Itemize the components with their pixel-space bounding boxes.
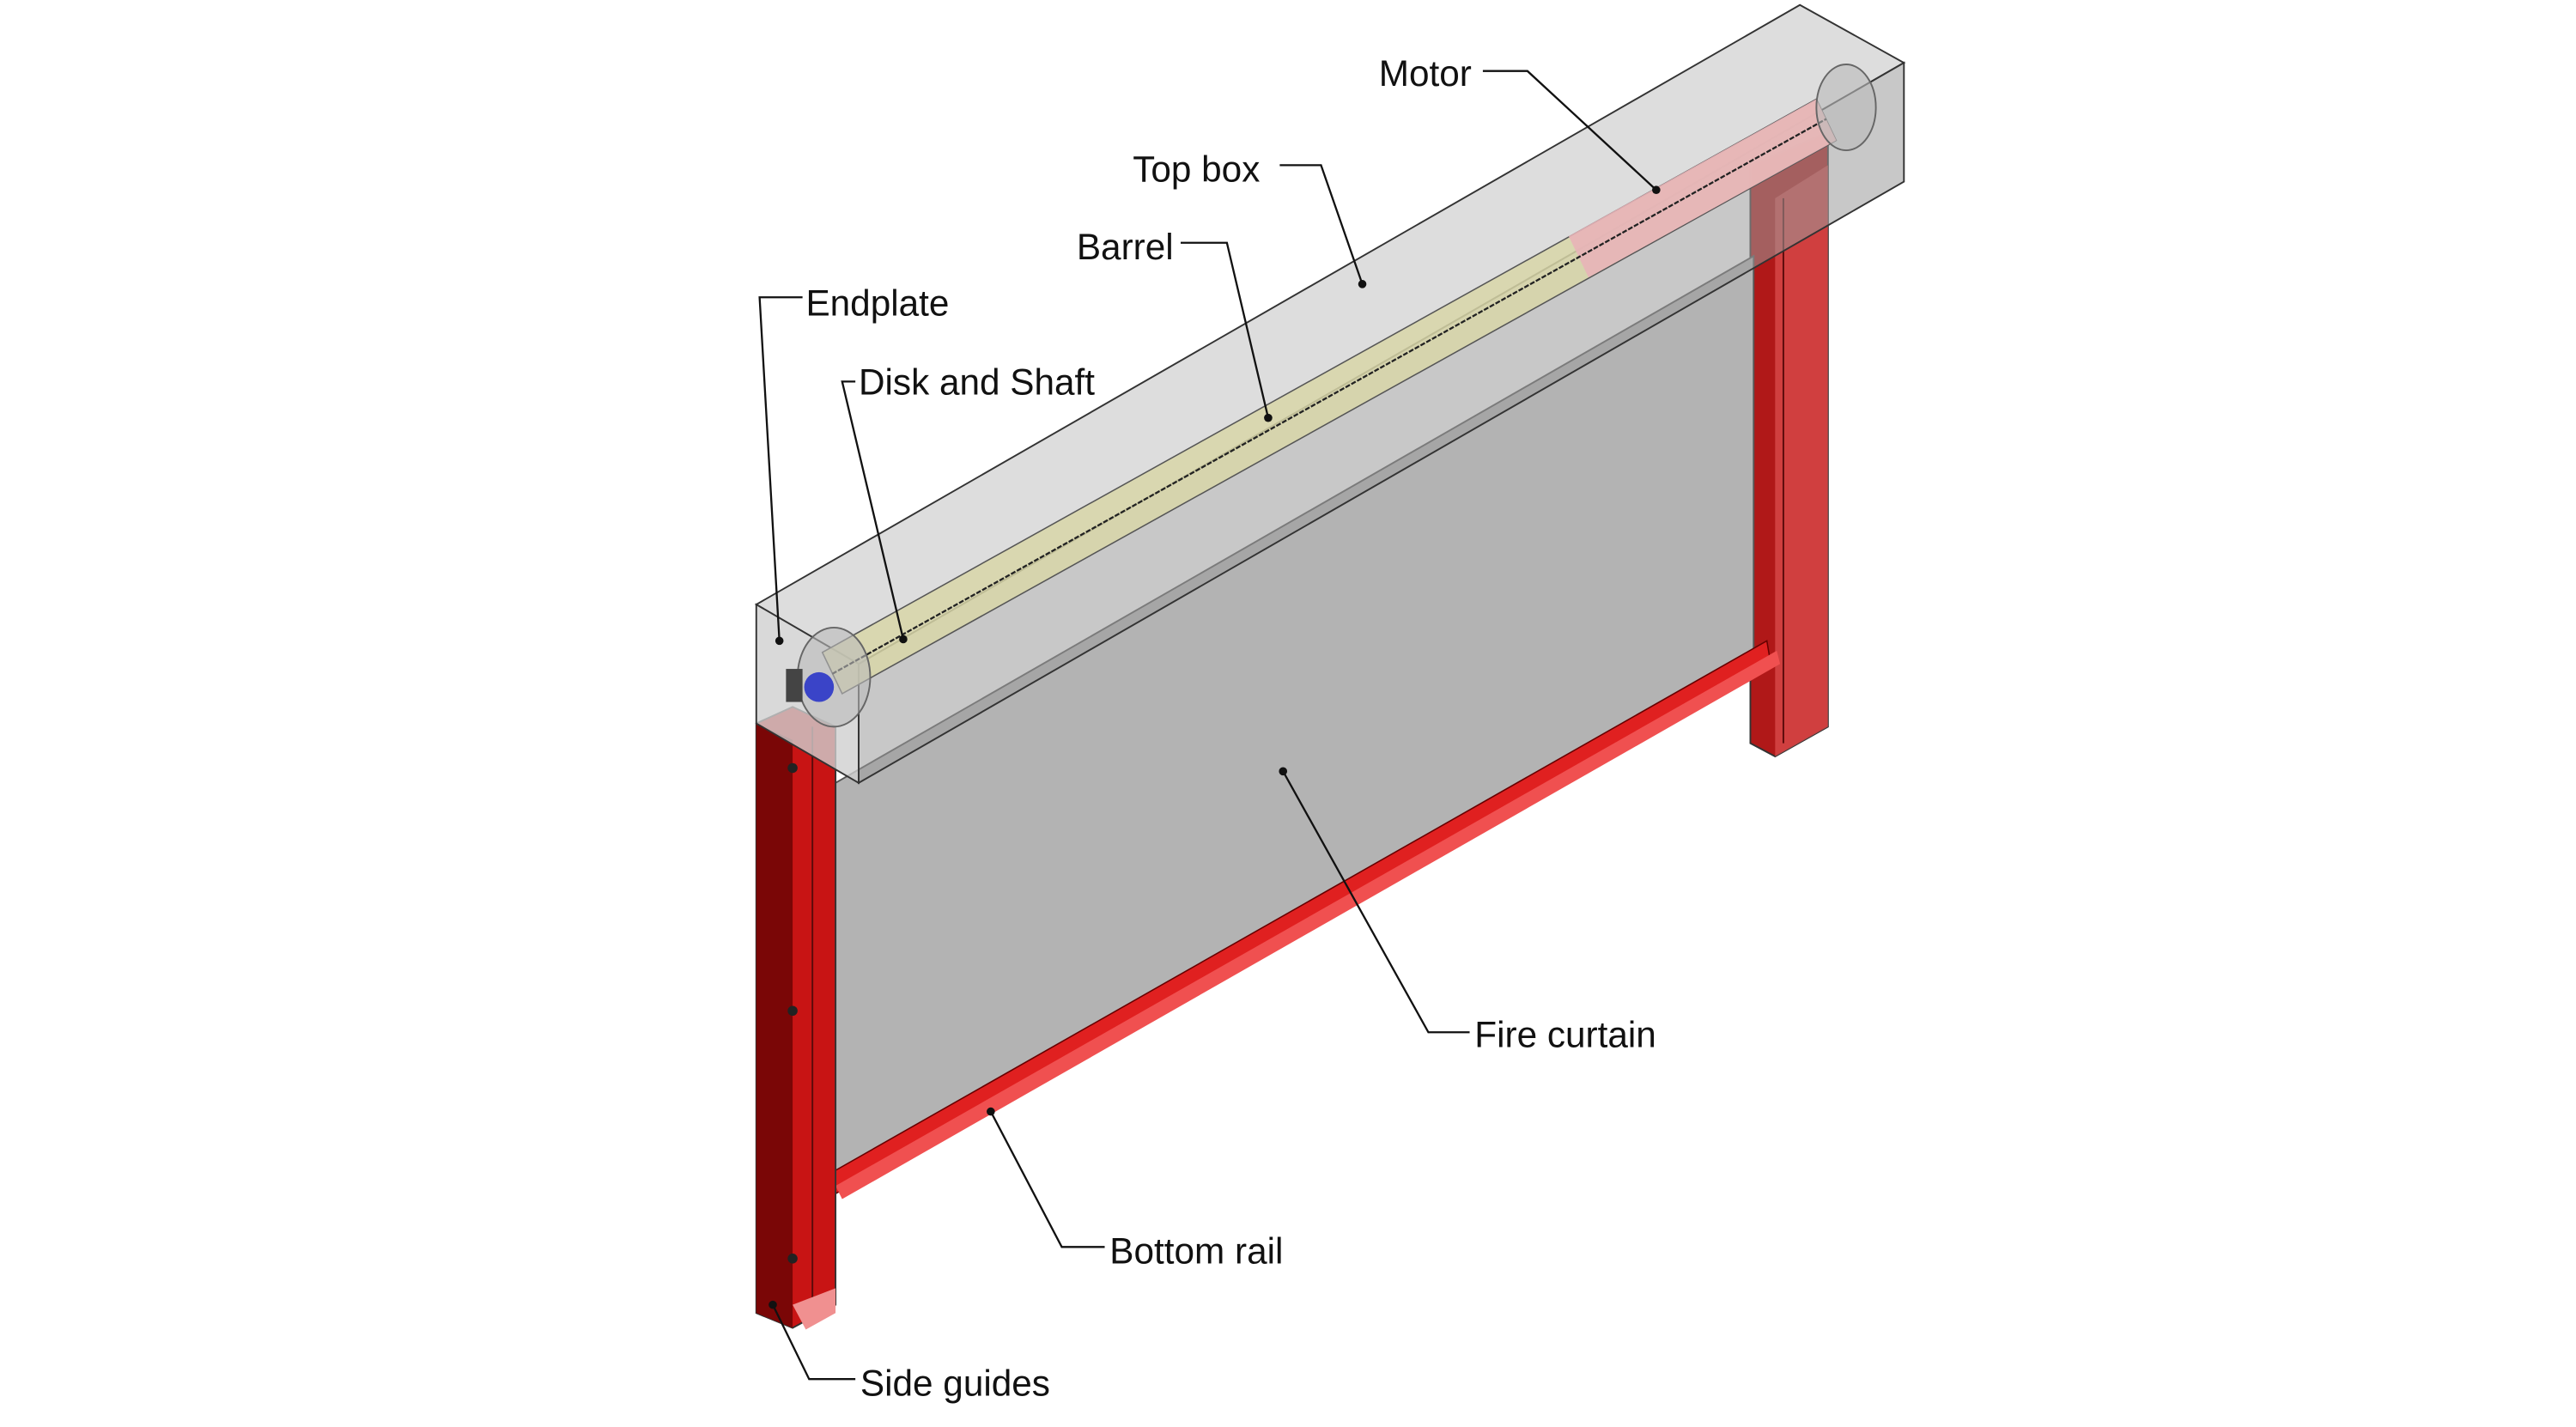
disk-and-shaft — [786, 64, 1877, 728]
label-text: Side guides — [860, 1363, 1050, 1403]
motor — [1568, 99, 1837, 278]
label-text: Barrel — [1077, 227, 1174, 267]
label-text: Bottom rail — [1109, 1231, 1283, 1272]
label-top-box: Top box — [1133, 149, 1367, 288]
left-side-guide — [755, 706, 837, 1330]
label-text: Top box — [1133, 149, 1260, 190]
label-motor: Motor — [1379, 53, 1661, 195]
label-fire-curtain: Fire curtain — [1279, 767, 1656, 1055]
label-text: Endplate — [805, 282, 949, 323]
label-text: Motor — [1379, 53, 1472, 94]
right-side-guide — [1749, 131, 1829, 758]
label-disk-and-shaft: Disk and Shaft — [841, 362, 1095, 644]
label-text: Disk and Shaft — [859, 362, 1095, 403]
label-side-guides: Side guides — [769, 1300, 1050, 1403]
label-barrel: Barrel — [1077, 227, 1273, 422]
label-endplate: Endplate — [758, 282, 949, 646]
label-bottom-rail: Bottom rail — [987, 1107, 1283, 1272]
label-text: Fire curtain — [1474, 1015, 1656, 1055]
